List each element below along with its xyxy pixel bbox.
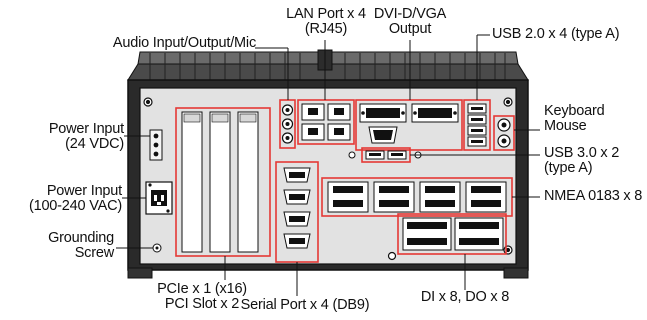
label-keyboard-line1: Keyboard [544,103,605,119]
ps2-ports [493,115,515,151]
pci-slots [175,107,271,257]
label-power-ac: Power Input (100-240 VAC) [10,184,122,214]
label-di-do-text: DI x 8, DO x 8 [420,289,510,305]
label-pcie-line2: PCI Slot x 2 [164,296,240,312]
label-pcie-line1: PCIe x 1 (x16) [157,281,247,297]
dvi-vga-ports [355,99,463,151]
label-power-24vdc: Power Input (24 VDC) [22,122,124,152]
label-audio: Audio Input/Output/Mic [100,36,256,51]
label-serial-text: Serial Port x 4 (DB9) [240,297,370,313]
label-pcie: PCIe x 1 (x16) PCI Slot x 2 [140,282,264,312]
heatsink-fins [127,49,529,81]
label-usb3-line2: (type A) [544,160,593,176]
label-usb2: USB 2.0 x 4 (type A) [492,27,642,42]
label-audio-text: Audio Input/Output/Mic [112,35,256,51]
label-power-ac-line2: (100-240 VAC) [28,198,122,214]
label-di-do: DI x 8, DO x 8 [408,290,522,305]
label-dvi-line2: Output [388,21,432,37]
chassis-foot-left [127,267,153,279]
label-serial: Serial Port x 4 (DB9) [230,298,380,313]
label-nmea-text: NMEA 0183 x 8 [544,188,643,204]
label-keyboard-line2: Mouse [544,118,587,134]
lan-ports [297,99,355,145]
chassis-foot-right [503,267,529,279]
label-grounding-line1: Grounding [48,230,114,246]
nmea-terminals [321,177,513,217]
serial-ports [275,161,319,263]
label-lan: LAN Port x 4 (RJ45) [274,7,378,37]
label-grounding-line2: Screw [74,245,114,261]
label-keyboard-mouse: Keyboard Mouse [544,104,644,134]
di-do-terminals [397,213,507,255]
label-usb3-line1: USB 3.0 x 2 [544,145,620,161]
label-nmea: NMEA 0183 x 8 [544,189,646,204]
label-power-24vdc-line1: Power Input [48,121,124,137]
power-24vdc-terminal [149,129,163,161]
label-usb2-text: USB 2.0 x 4 (type A) [492,26,620,42]
label-grounding: Grounding Screw [30,231,114,261]
callout-leaders [116,34,540,296]
label-usb3: USB 3.0 x 2 (type A) [544,146,644,176]
label-dvi-line1: DVI-D/VGA [373,6,447,22]
label-dvi: DVI-D/VGA Output [370,7,450,37]
label-lan-line1: LAN Port x 4 [286,6,366,22]
label-power-24vdc-line2: (24 VDC) [65,136,124,152]
label-lan-line2: (RJ45) [304,21,348,37]
grounding-screw [152,243,162,253]
label-power-ac-line1: Power Input [46,183,122,199]
power-ac-inlet [145,181,173,215]
